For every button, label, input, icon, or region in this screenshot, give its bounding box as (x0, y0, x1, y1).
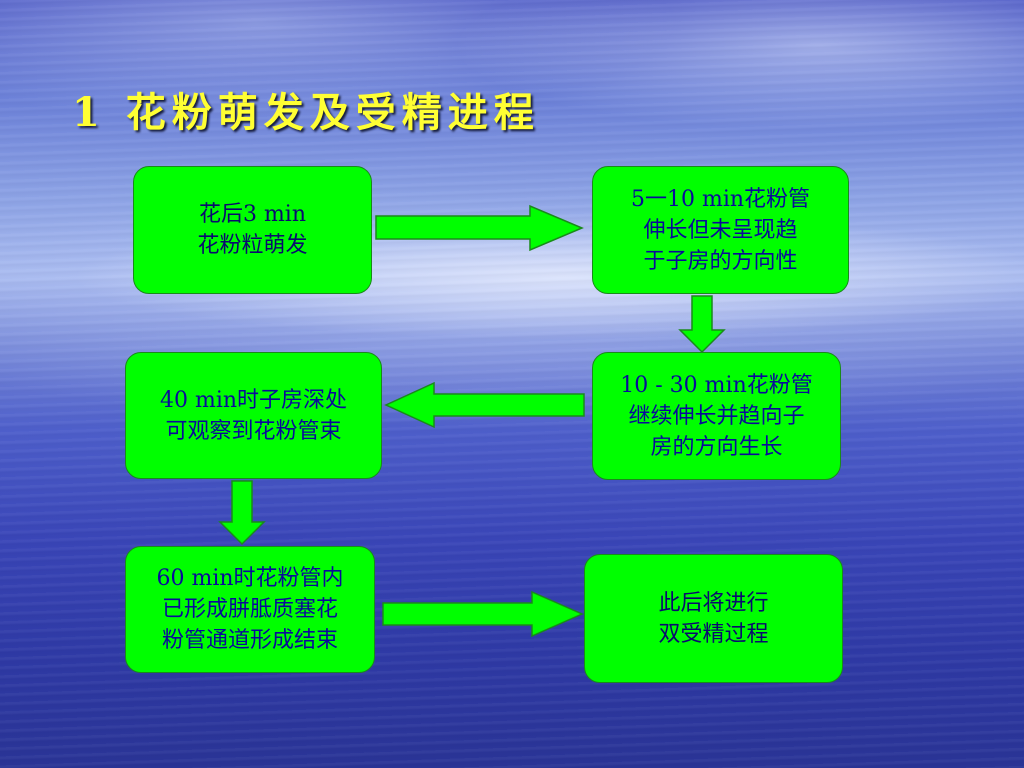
flow-step-3-text: 10 - 30 min花粉管 继续伸长并趋向子 房的方向生长 (620, 372, 813, 460)
flow-step-6-text: 此后将进行 双受精过程 (658, 590, 769, 647)
flow-step-1-text: 花后3 min 花粉粒萌发 (197, 202, 308, 258)
arrow-down-2-to-3 (678, 295, 726, 354)
flow-step-2: 5一10 min花粉管 伸长但未呈现趋 于子房的方向性 (592, 166, 849, 294)
flow-step-4-text: 40 min时子房深处 可观察到花粉管束 (159, 387, 348, 444)
slide-title: 1 花粉萌发及受精进程 (72, 89, 540, 136)
arrow-right-1-to-2 (375, 204, 584, 252)
flow-step-4: 40 min时子房深处 可观察到花粉管束 (125, 352, 382, 479)
arrow-left-3-to-4 (384, 381, 585, 429)
flow-step-5: 60 min时花粉管内 已形成胼胝质塞花 粉管通道形成结束 (125, 546, 375, 673)
flow-step-1: 花后3 min 花粉粒萌发 (133, 166, 372, 294)
flow-step-2-text: 5一10 min花粉管 伸长但未呈现趋 于子房的方向性 (630, 186, 811, 274)
arrow-down-4-to-5 (218, 480, 266, 546)
flow-step-6: 此后将进行 双受精过程 (584, 554, 843, 683)
flow-step-5-text: 60 min时花粉管内 已形成胼胝质塞花 粉管通道形成结束 (156, 566, 344, 653)
arrow-right-5-to-6 (382, 590, 584, 638)
flow-step-3: 10 - 30 min花粉管 继续伸长并趋向子 房的方向生长 (592, 352, 841, 480)
